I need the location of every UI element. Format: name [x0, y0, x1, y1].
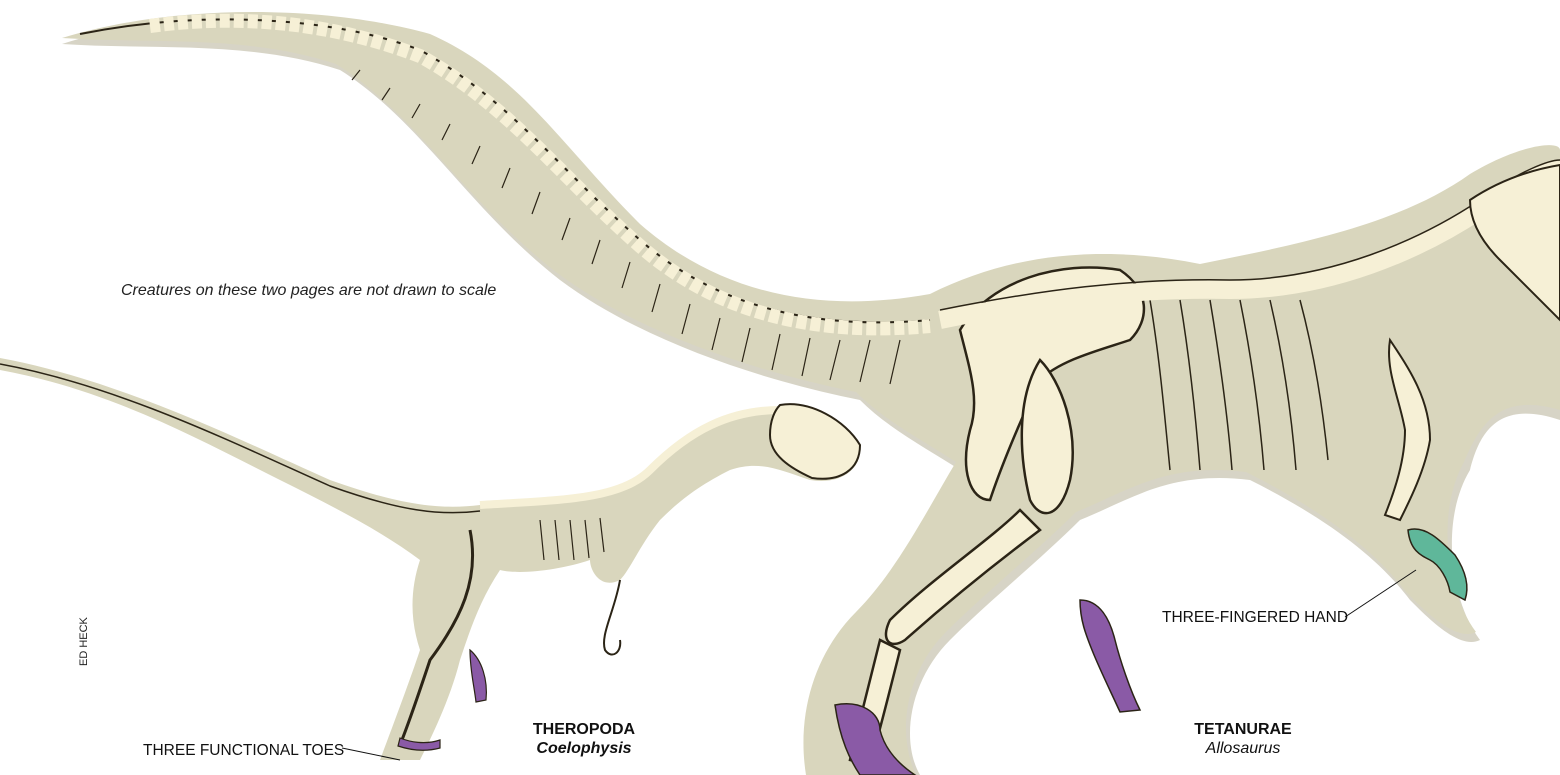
artist-credit: ED HECK	[78, 617, 90, 666]
tetanurae-label: TETANURAE Allosaurus	[1173, 720, 1313, 758]
coelophysis-skeleton	[0, 358, 860, 760]
theropoda-clade: THEROPODA	[519, 720, 649, 739]
coelophysis-hand	[604, 580, 620, 655]
allosaurus-body	[62, 12, 1560, 775]
allosaurus-skeleton	[62, 12, 1560, 775]
scale-note: Creatures on these two pages are not dra…	[121, 282, 496, 300]
hand-callout: THREE-FINGERED HAND	[1162, 609, 1348, 627]
theropoda-label: THEROPODA Coelophysis	[519, 720, 649, 758]
tetanurae-clade: TETANURAE	[1173, 720, 1313, 739]
toes-callout: THREE FUNCTIONAL TOES	[143, 742, 344, 760]
allosaurus-rear-toes-highlight	[1080, 600, 1140, 712]
theropoda-genus: Coelophysis	[519, 739, 649, 758]
tetanurae-genus: Allosaurus	[1173, 739, 1313, 758]
